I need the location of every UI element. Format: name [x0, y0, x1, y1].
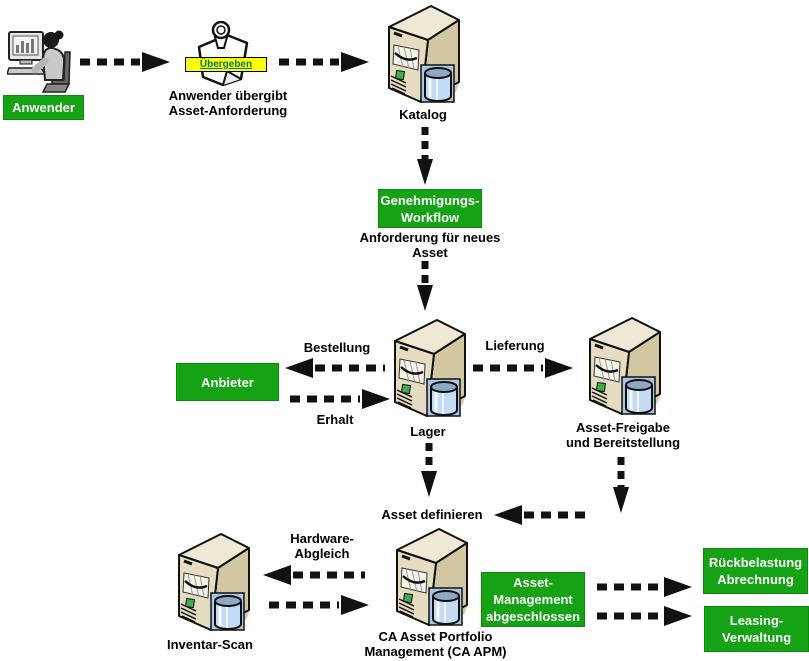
genehmigungs-workflow-box: Genehmigungs- Workflow — [378, 189, 482, 228]
lager-server-icon — [387, 316, 467, 420]
arrow-to-rueckbelastung — [597, 577, 692, 597]
arrow-lager-to-asset-definieren — [421, 443, 437, 497]
asset-definieren-label: Asset definieren — [381, 507, 483, 522]
asset-freigabe-label: Asset-Freigabe und Bereitstellung — [565, 420, 681, 450]
katalog-server-icon — [381, 2, 461, 106]
arrow-katalog-to-genehmigung — [417, 127, 433, 185]
hardware-abgleich-label: Hardware- Abgleich — [290, 531, 354, 561]
bestellung-label: Bestellung — [303, 340, 371, 355]
rueckbelastung-box: Rückbelastung Abrechnung — [703, 548, 808, 594]
inventar-scan-server-icon — [171, 530, 251, 634]
ca-apm-label: CA Asset Portfolio Management (CA APM) — [364, 629, 507, 659]
asset-freigabe-server-icon — [582, 314, 662, 418]
arrow-freigabe-down — [613, 457, 629, 513]
lager-label: Lager — [410, 424, 446, 439]
inventar-scan-label: Inventar-Scan — [167, 637, 253, 652]
arrow-lager-to-freigabe-lieferung — [473, 358, 573, 378]
arrow-to-asset-definieren — [494, 505, 590, 525]
arrow-apm-to-inventar — [263, 565, 365, 585]
leasing-box: Leasing- Verwaltung — [704, 606, 809, 652]
ca-apm-server-icon — [389, 525, 469, 629]
arrow-uebergeben-to-katalog — [279, 52, 369, 72]
arrow-to-leasing — [597, 606, 692, 626]
user-at-computer-icon — [7, 28, 75, 94]
asset-management-abgeschlossen-box: Asset- Management abgeschlossen — [481, 572, 585, 627]
arrow-inventar-to-apm — [269, 595, 369, 615]
arrow-anwender-to-uebergeben — [80, 52, 170, 72]
erhalt-label: Erhalt — [316, 412, 354, 427]
arrow-lager-to-anbieter-bestellung — [285, 358, 385, 378]
katalog-label: Katalog — [399, 107, 447, 122]
anbieter-box: Anbieter — [176, 363, 279, 401]
arrow-anbieter-to-lager-erhalt — [290, 389, 390, 409]
lieferung-label: Lieferung — [485, 338, 545, 353]
anforderung-caption: Anforderung für neues Asset — [359, 230, 501, 260]
uebergeben-button[interactable]: Übergeben — [185, 57, 267, 72]
anwender-box: Anwender — [3, 95, 84, 120]
arrow-genehmigung-to-lager — [417, 261, 433, 311]
uebergeben-caption: Anwender übergibt Asset-Anforderung — [168, 88, 288, 118]
